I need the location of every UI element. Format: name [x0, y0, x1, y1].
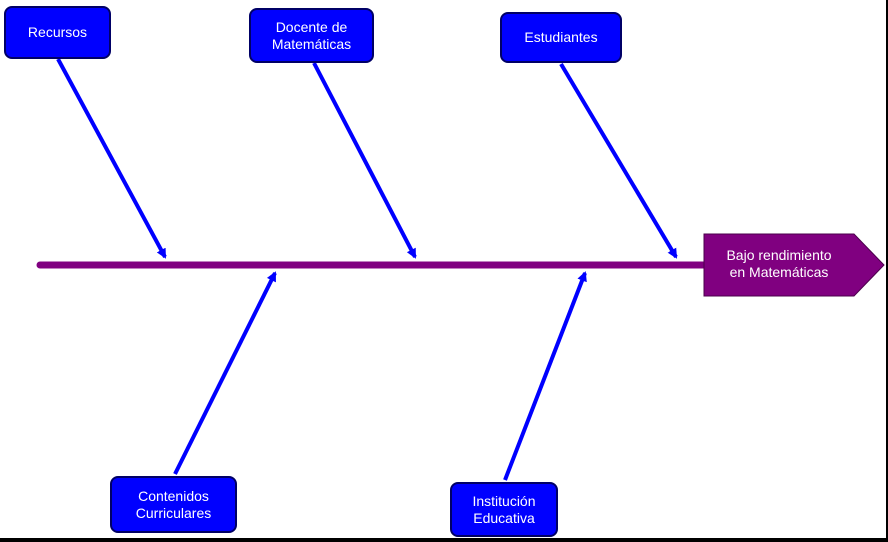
arrow-docente — [312, 62, 417, 259]
effect-label: Bajo rendimiento en Matemáticas — [704, 234, 854, 294]
cause-label-institucion-line2: Educativa — [473, 509, 535, 526]
cause-box-estudiantes: Estudiantes — [500, 12, 622, 63]
cause-label-docente-line1: Docente de — [275, 18, 348, 35]
cause-box-docente: Docente de Matemáticas — [249, 8, 374, 63]
effect-label-line2: en Matemáticas — [729, 264, 829, 280]
effect-label-line1: Bajo rendimiento — [726, 247, 832, 263]
arrow-estudiantes — [559, 62, 678, 259]
arrow-contenidos — [173, 271, 277, 475]
cause-label-estudiantes: Estudiantes — [524, 29, 598, 45]
cause-label-institucion-line1: Institución — [472, 492, 536, 509]
effect-box — [703, 233, 885, 297]
cause-label-contenidos-line1: Contenidos — [138, 487, 209, 504]
arrow-recursos — [56, 58, 167, 259]
cause-box-contenidos: Contenidos Curriculares — [110, 476, 237, 533]
cause-label-docente-line2: Matemáticas — [271, 35, 352, 52]
cause-box-institucion: Institución Educativa — [450, 482, 558, 537]
cause-label-recursos: Recursos — [27, 24, 88, 40]
cause-box-recursos: Recursos — [4, 6, 111, 59]
arrow-institucion — [503, 271, 587, 481]
cause-label-contenidos-line2: Curriculares — [135, 504, 212, 521]
